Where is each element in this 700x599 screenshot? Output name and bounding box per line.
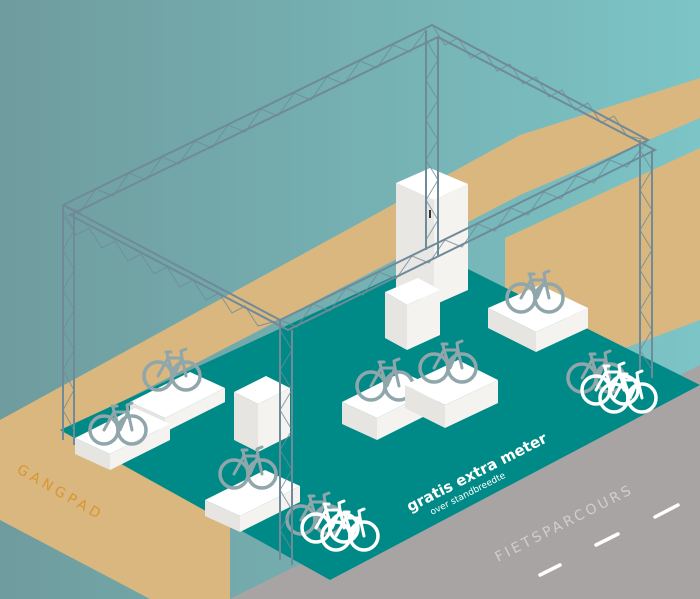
fridge [396, 168, 468, 305]
platform-right [488, 269, 588, 352]
counter-cabinet [385, 278, 440, 350]
side-cabinet [234, 376, 290, 452]
platform-front-left [75, 401, 170, 470]
platform-center-2 [405, 339, 498, 428]
lane-markings [538, 503, 680, 577]
truss-lattice [62, 24, 653, 551]
aisle-path-front [0, 390, 230, 599]
